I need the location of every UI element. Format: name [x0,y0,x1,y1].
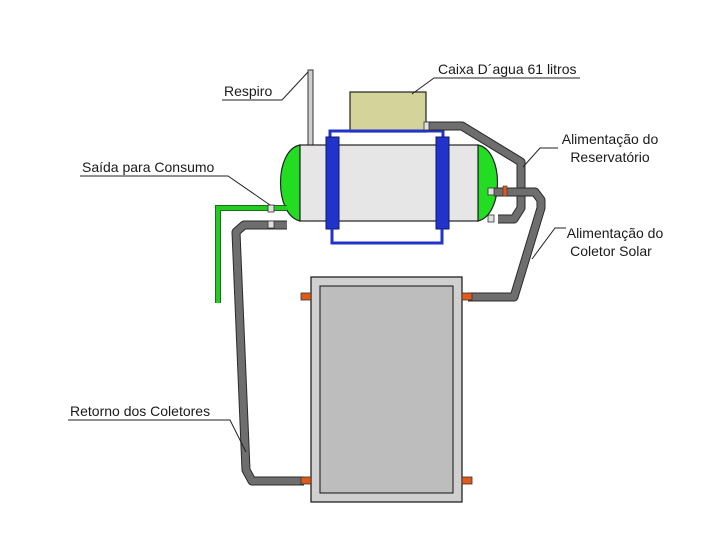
pipe-fittings [267,121,508,229]
pipe-collector-return [231,220,304,486]
tank-left-cap [280,144,301,222]
solar-collector [300,276,473,503]
tank-strap-left [325,136,340,230]
collector-panel [319,285,454,494]
tank-strap-right [435,136,450,230]
pipe-reservoir-feed [426,121,526,224]
label-caixa-dagua: Caixa D´agua 61 litros [438,61,577,77]
pipe-consumption-outlet [215,205,287,303]
label-saida-consumo: Saída para Consumo [82,159,215,175]
tank-strap-bottom [330,229,444,245]
leader-lines [68,71,580,453]
water-box [328,91,445,145]
vent-pipe [307,69,314,147]
pipe-collector-feed [468,187,546,302]
collector-connector-bottom-right [461,476,473,485]
collector-connector-top-right [461,292,473,301]
storage-tank [280,144,498,222]
tank-right-cap [477,144,498,222]
tank-straps [325,136,450,245]
label-alim-coletor-line2: Coletor Solar [570,243,652,259]
label-alim-reservatorio-line2: Reservatório [570,149,650,165]
label-alim-coletor-line1: Alimentação do [567,225,664,241]
labels: Respiro Caixa D´agua 61 litros Alimentaç… [70,61,663,419]
label-alim-reservatorio-line1: Alimentação do [562,131,659,147]
collector-connector-top-left [300,292,312,301]
label-retorno-coletores: Retorno dos Coletores [70,403,210,419]
collector-connector-bottom-left [300,476,312,485]
label-respiro: Respiro [224,83,272,99]
